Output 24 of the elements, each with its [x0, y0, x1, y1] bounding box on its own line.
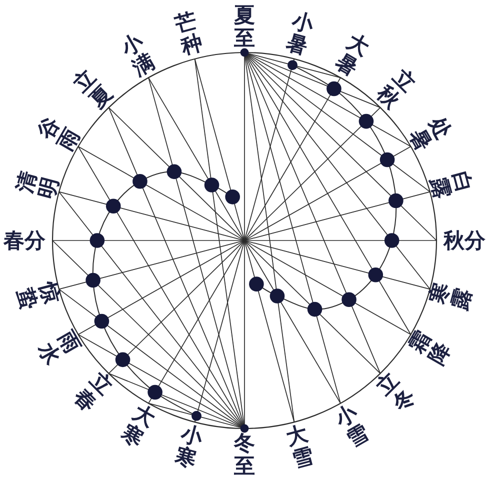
term-label: 大寒: [116, 400, 159, 452]
term-label: 芒种: [172, 8, 206, 59]
term-label: 秋分: [444, 229, 486, 252]
term-label: 夏至: [234, 4, 256, 50]
term-label: 雨水: [34, 326, 85, 369]
term-label: 春分: [4, 229, 46, 252]
term-label: 小雪: [330, 400, 373, 452]
term-label: 寒露: [426, 279, 476, 312]
term-label: 大暑: [330, 30, 373, 81]
term-label: 白露: [426, 168, 476, 202]
term-label: 立春: [69, 368, 118, 416]
term-label: 立夏: [69, 65, 118, 114]
term-label: 清明: [12, 168, 63, 202]
term-label: 立秋: [372, 65, 420, 114]
term-label: 小满: [116, 30, 159, 81]
term-label: 霜降: [404, 326, 456, 369]
term-label: 处暑: [404, 112, 456, 155]
term-label: 谷雨: [34, 112, 85, 155]
term-label: 惊蛰: [12, 279, 63, 312]
term-label: 冬至: [234, 432, 256, 478]
term-label: 小暑: [283, 8, 316, 59]
term-label: 立冬: [372, 368, 420, 416]
term-label: 大雪: [283, 422, 316, 472]
term-label: 小寒: [172, 422, 206, 472]
